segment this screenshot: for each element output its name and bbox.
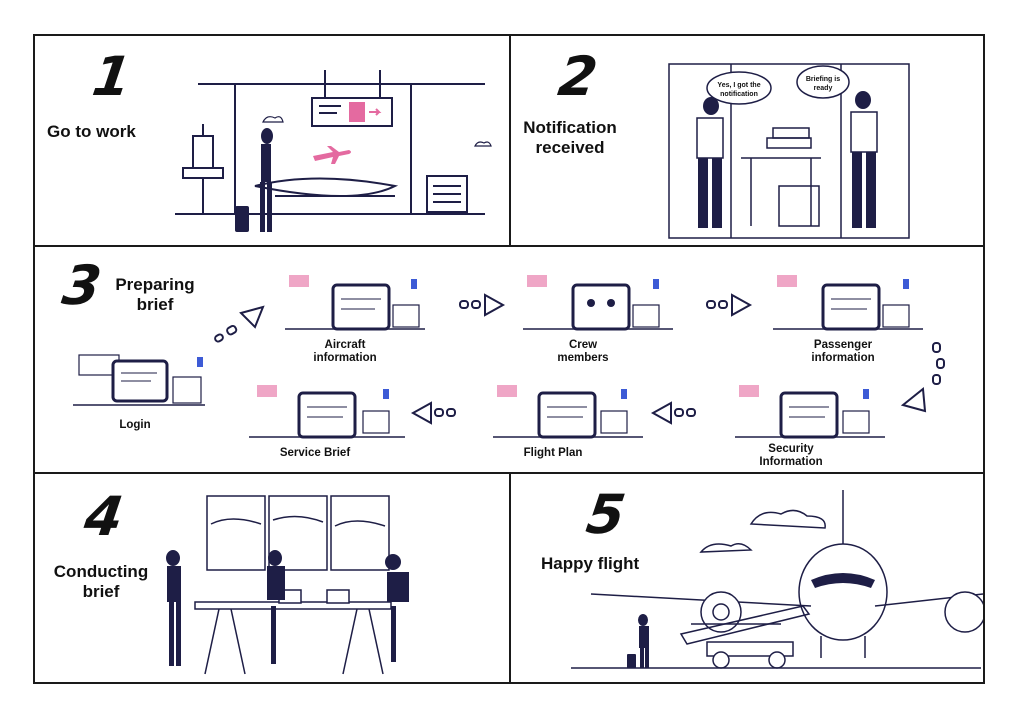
panel-happy-flight: 5 Happy flight [509, 472, 985, 684]
step-label: Aircraft information [275, 339, 415, 365]
panel-title: Preparing brief [105, 275, 205, 315]
step-label-line1: Crew [568, 339, 598, 351]
arrow-dot [932, 342, 941, 353]
bubble-left-line1: Yes, I got the [717, 82, 760, 89]
arrow-head [484, 293, 506, 317]
crew-notification-illustration: Yes, I got the notification Briefing is … [668, 63, 910, 239]
bubble-left-line2: notification [720, 91, 758, 98]
airplane-illustration [571, 490, 983, 669]
airport-window-illustration [175, 70, 492, 232]
arrow-dot [226, 325, 238, 336]
tablet-icon [493, 385, 643, 439]
panel-title-line1: Preparing [115, 275, 195, 294]
step-label: Flight Plan [523, 447, 583, 459]
arrow-dot [932, 374, 941, 385]
panel-title-line2: received [535, 138, 605, 157]
panel-go-to-work: 1 Go to work [33, 34, 511, 247]
step-label-line1: Aircraft [324, 339, 366, 351]
panel-title-line2: brief [82, 582, 120, 601]
panel-title-line1: Conducting [53, 562, 149, 581]
step-label: Login [119, 419, 151, 431]
arrow-dot [936, 358, 945, 369]
step-label: Crew members [513, 339, 653, 365]
step-label: Service Brief [279, 447, 351, 459]
arrow-head [410, 401, 432, 425]
panel-title: Conducting brief [41, 562, 161, 602]
step-label-line1: Security [768, 443, 814, 455]
bubble-right-line2: ready [814, 85, 833, 92]
tablet-icon [249, 385, 405, 439]
bubble-right-line1: Briefing is [806, 76, 840, 83]
step-label-line2: members [557, 352, 609, 364]
panel-title: Notification received [515, 118, 625, 158]
arrow-dot [706, 300, 716, 309]
tablet-icon [523, 275, 673, 331]
panel-conducting-brief: 4 Conducting brief [33, 472, 511, 684]
arrow-dot [434, 408, 444, 417]
tablet-icon [773, 275, 923, 331]
step-label-line2: Information [759, 456, 823, 468]
tablet-icon [73, 354, 205, 406]
arrow-dot [214, 333, 224, 343]
panel-notification-received: 2 Notification received Yes, I got the n… [509, 34, 985, 247]
arrow-head [900, 387, 927, 413]
panel-title: Happy flight [541, 554, 640, 573]
panel-preparing-brief: 3 Preparing brief Login Aircraft informa… [33, 245, 985, 474]
step-label: Security Information [721, 443, 861, 469]
arrow-dot [686, 408, 696, 417]
arrow-dot [674, 408, 684, 417]
arrow-head [650, 401, 672, 425]
arrow-dot [718, 300, 728, 309]
flow-arrows [214, 293, 945, 425]
panel-title-line2: brief [136, 295, 174, 314]
arrow-dot [471, 300, 481, 309]
step-label: Passenger information [773, 339, 913, 365]
step-label-line1: Passenger [813, 339, 873, 351]
step-label-line2: information [811, 352, 875, 364]
briefing-meeting-illustration [166, 495, 409, 675]
arrow-dot [446, 408, 456, 417]
step-label-line2: information [313, 352, 377, 364]
panel-title-line1: Notification [523, 118, 617, 137]
arrow-head [731, 293, 753, 317]
tablet-icon [285, 275, 425, 331]
arrow-head [239, 305, 265, 329]
arrow-dot [459, 300, 469, 309]
tablet-icon [735, 385, 885, 439]
panel-title: Go to work [47, 122, 136, 141]
